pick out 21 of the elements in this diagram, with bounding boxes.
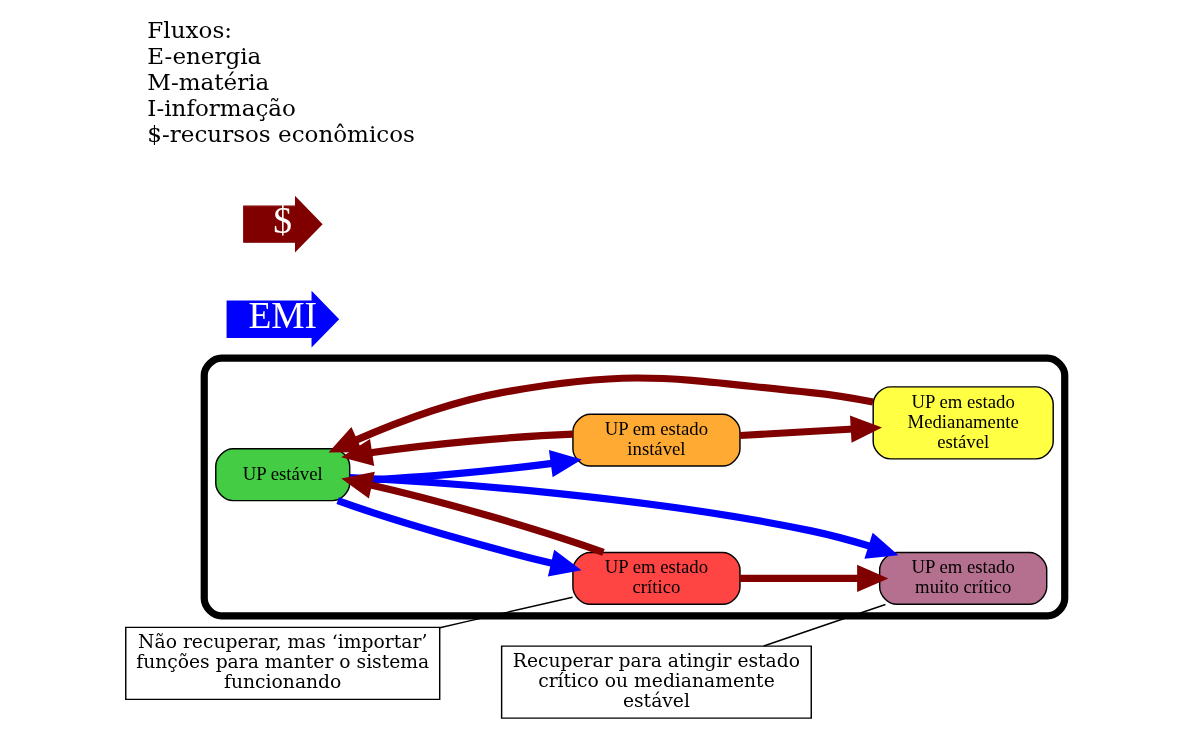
node-box: UP estável: [214, 448, 350, 502]
label: Fluxos:: [146, 17, 232, 44]
label: $-recursos econômicos: [146, 120, 415, 147]
node-box: UP em estado Medianamente estável: [871, 386, 1054, 460]
node-box: Não recuperar, mas ‘importar’ funções para manter o sistema funcionando: [124, 626, 440, 701]
arrow: [739, 564, 888, 593]
node-box: UP em estado muito crítico: [878, 551, 1047, 606]
node-box: UP em estado crítico: [571, 551, 741, 606]
arrow: [340, 471, 605, 556]
arrow: [328, 374, 874, 453]
label: I-informação: [146, 94, 296, 121]
label: M-matéria: [146, 68, 269, 95]
node-box: UP em estado instável: [571, 413, 741, 467]
connector: [762, 603, 886, 647]
arrow: [739, 415, 882, 443]
arrow: [336, 497, 581, 577]
cluster: [200, 354, 1068, 620]
arrow: [340, 430, 573, 466]
connector: [438, 596, 573, 629]
label: E-energia: [146, 43, 261, 70]
node-box: Recuperar para atingir estado crítico ou medianamente estável: [500, 645, 812, 719]
